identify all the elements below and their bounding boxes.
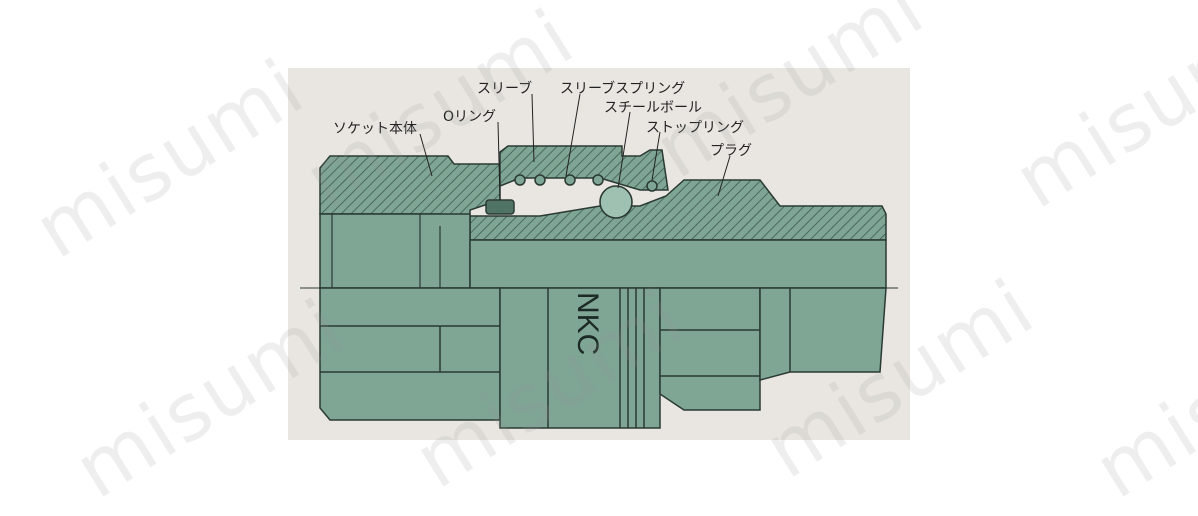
upper-section (319, 145, 887, 289)
o-ring (485, 199, 515, 215)
stop-ring (646, 180, 658, 192)
label-steel-ball: スチールボール (604, 100, 702, 116)
label-sleeve: スリーブ (477, 80, 532, 97)
socket-hex (319, 287, 501, 421)
lower-exterior (319, 287, 887, 429)
plug-thread (759, 287, 887, 381)
label-o-ring: Oリング (443, 109, 496, 125)
label-socket-body: ソケット本体 (333, 121, 417, 137)
sleeve-exterior (499, 287, 661, 429)
label-stop-ring: ストップリング (646, 120, 744, 136)
plug-section (469, 179, 887, 241)
plug-bore (469, 239, 887, 289)
socket-bore (319, 213, 471, 289)
brand-mark: NKC (571, 292, 604, 355)
plug-hex (659, 287, 761, 411)
steel-ball (599, 185, 633, 219)
sleeve-spring (514, 174, 604, 186)
leader-lines (419, 93, 731, 201)
label-plug: プラグ (710, 143, 752, 159)
label-sleeve-spring: スリーブスプリング (560, 80, 685, 97)
